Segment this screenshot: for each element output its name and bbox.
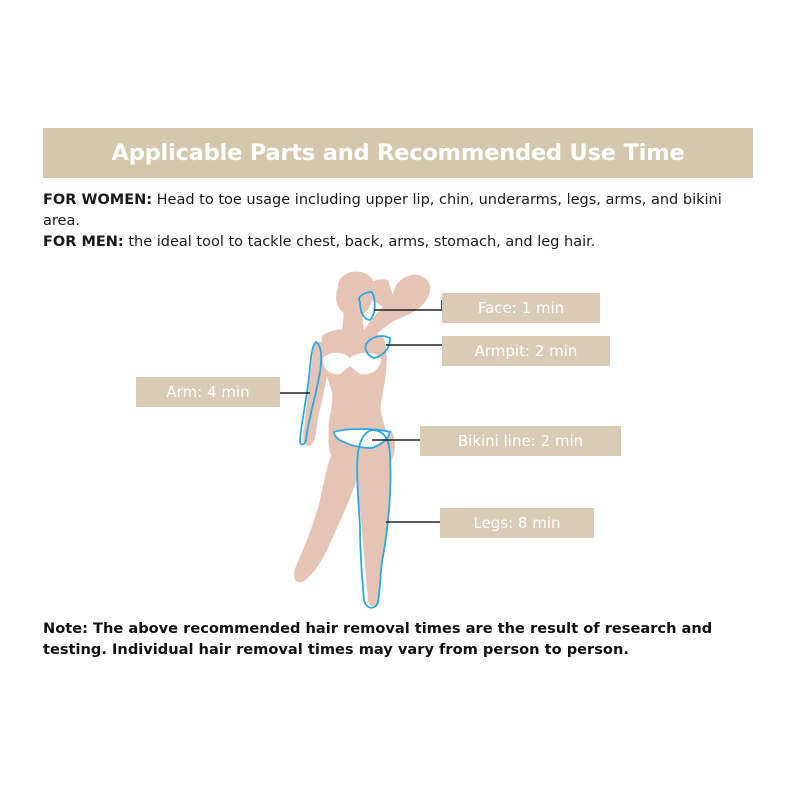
men-paragraph: FOR MEN: the ideal tool to tackle chest,… (43, 232, 755, 253)
left-leg (294, 445, 362, 583)
label-bikini-text: Bikini line: 2 min (457, 432, 584, 450)
men-text: the ideal tool to tackle chest, back, ar… (123, 234, 596, 250)
label-face-text: Face: 1 min (477, 299, 565, 317)
page-title: Applicable Parts and Recommended Use Tim… (111, 140, 685, 166)
right-leg (354, 441, 391, 607)
label-arm-text: Arm: 4 min (166, 383, 250, 401)
label-armpit-text: Armpit: 2 min (474, 342, 578, 360)
note-text: Note: The above recommended hair removal… (43, 620, 713, 658)
label-arm: Arm: 4 min (136, 377, 280, 407)
women-paragraph: FOR WOMEN: Head to toe usage including u… (43, 190, 755, 232)
label-legs-text: Legs: 8 min (473, 514, 561, 532)
leg-outline (356, 429, 392, 609)
label-armpit: Armpit: 2 min (442, 336, 610, 366)
arm-outline (299, 340, 323, 446)
torso (321, 328, 390, 442)
label-legs: Legs: 8 min (440, 508, 594, 538)
treatment-outlines (299, 291, 392, 609)
bikini-top (322, 352, 382, 375)
title-banner: Applicable Parts and Recommended Use Tim… (43, 128, 753, 178)
label-face: Face: 1 min (442, 293, 600, 323)
intro-text: FOR WOMEN: Head to toe usage including u… (43, 190, 755, 253)
label-bikini: Bikini line: 2 min (420, 426, 621, 456)
women-text: Head to toe usage including upper lip, c… (43, 192, 722, 229)
women-label: FOR WOMEN: (43, 192, 153, 208)
raised-arm (364, 274, 431, 338)
men-label: FOR MEN: (43, 234, 124, 250)
armpit-outline (364, 335, 391, 359)
face-outline (358, 291, 376, 321)
